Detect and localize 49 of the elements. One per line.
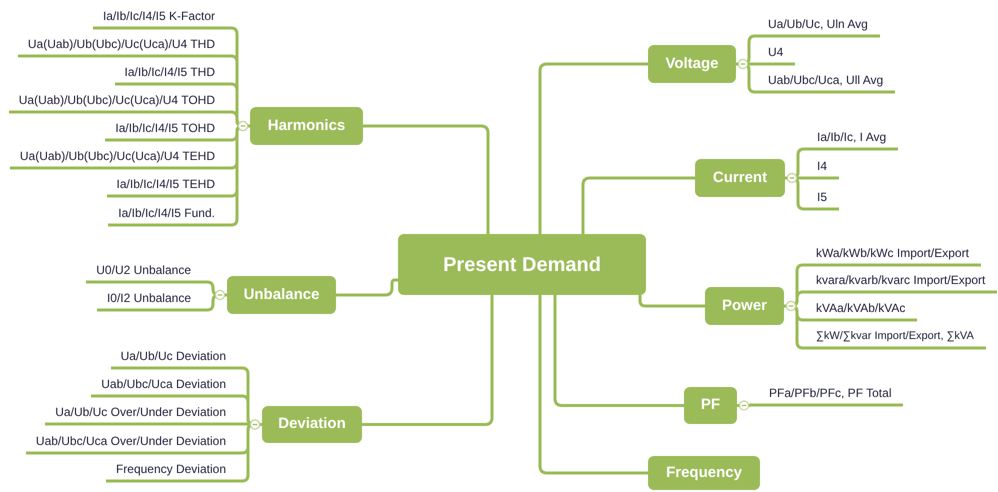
subtopic-label: I4 bbox=[798, 158, 840, 176]
connector-line bbox=[784, 300, 986, 350]
subtopic-label: U4 bbox=[749, 44, 796, 62]
subtopic-label: I5 bbox=[798, 188, 840, 208]
subtopic-label: Ua(Uab)/Ub(Ubc)/Uc(Uca)/U4 TOHD bbox=[8, 92, 237, 110]
connector-line bbox=[638, 295, 705, 308]
subtopic-label: Ua(Uab)/Ub(Ubc)/Uc(Uca)/U4 THD bbox=[18, 36, 237, 54]
topic-box: Deviation bbox=[262, 406, 362, 443]
subtopic-label: Ua/Ub/Uc, Uln Avg bbox=[749, 16, 880, 34]
connector-line bbox=[362, 295, 494, 426]
connector-line bbox=[554, 295, 684, 407]
subtopic-label: kVAa/kVAb/kVAc bbox=[797, 300, 918, 318]
connector-line bbox=[538, 62, 648, 234]
subtopic-label: kvara/kvarb/kvarc Import/Export bbox=[797, 272, 998, 290]
topic-box: Unbalance bbox=[227, 276, 336, 314]
subtopic-label: Ua/Ub/Uc Deviation bbox=[110, 348, 248, 366]
subtopic-label: Ia/Ib/Ic/I4/I5 Fund. bbox=[108, 204, 237, 224]
subtopic-label: ∑kW/∑kvar Import/Export, ∑kVA bbox=[797, 328, 986, 346]
connector-line bbox=[363, 124, 490, 234]
topic-box: Power bbox=[705, 287, 784, 325]
subtopic-label: Uab/Ubc/Uca Over/Under Deviation bbox=[26, 432, 248, 452]
subtopic-label: kWa/kWb/kWc Import/Export bbox=[797, 244, 981, 264]
central-topic: Present Demand bbox=[398, 234, 646, 295]
topic-box: Harmonics bbox=[250, 107, 363, 145]
connector-line bbox=[97, 290, 227, 312]
topic-box: PF bbox=[684, 387, 737, 424]
connector-line bbox=[736, 58, 895, 94]
subtopic-label: Frequency Deviation bbox=[106, 460, 248, 480]
connector-line bbox=[785, 172, 839, 210]
subtopic-label: Uab/Ubc/Uca Deviation bbox=[91, 376, 248, 394]
subtopic-label: Ia/Ib/Ic/I4/I5 K-Factor bbox=[92, 8, 237, 26]
subtopic-label: Ua(Uab)/Ub(Ubc)/Uc(Uca)/U4 TEHD bbox=[10, 148, 237, 166]
subtopic-label: Ia/Ib/Ic/I4/I5 TOHD bbox=[105, 120, 237, 138]
subtopic-label: Ia/Ib/Ic/I4/I5 THD bbox=[114, 64, 237, 82]
subtopic-label: Ua/Ub/Uc Over/Under Deviation bbox=[45, 404, 248, 422]
subtopic-label: U0/U2 Unbalance bbox=[86, 262, 213, 280]
subtopic-label: PFa/PFb/PFc, PF Total bbox=[750, 384, 904, 404]
connector-line bbox=[336, 278, 398, 296]
connector-line bbox=[582, 176, 695, 234]
topic-box: Voltage bbox=[648, 45, 736, 83]
subtopic-label: Ia/Ib/Ic, I Avg bbox=[798, 128, 898, 148]
subtopic-label: Ia/Ib/Ic/I4/I5 TEHD bbox=[106, 176, 237, 194]
connector-line bbox=[106, 419, 262, 482]
subtopic-label: Uab/Ubc/Uca, Ull Avg bbox=[749, 72, 896, 90]
topic-box: Current bbox=[695, 159, 785, 197]
connector-line bbox=[538, 295, 648, 474]
connector-line bbox=[737, 400, 903, 411]
subtopic-label: I0/I2 Unbalance bbox=[96, 290, 213, 308]
topic-box: Frequency bbox=[648, 456, 760, 490]
